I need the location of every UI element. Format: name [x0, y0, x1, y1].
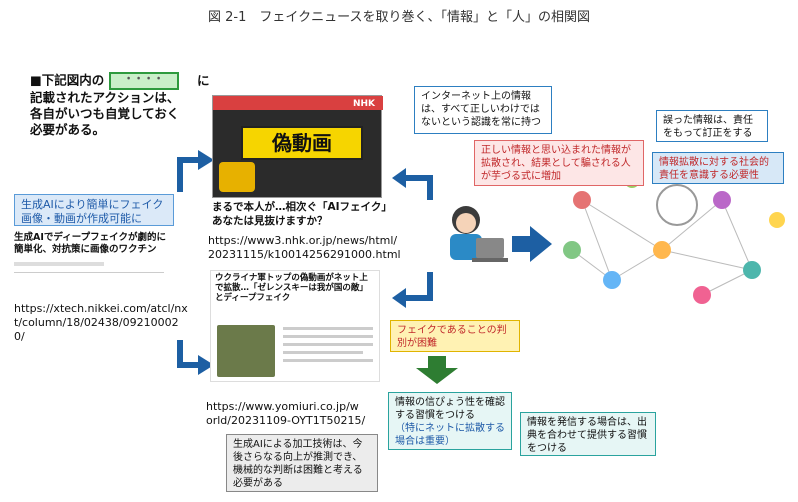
verify-habit-note: （特にネットに拡散する場合は重要） [395, 423, 505, 447]
face-icon [456, 213, 476, 233]
legend-line4: 必要がある。 [30, 122, 106, 137]
url-nikkei: https://xtech.nikkei.com/atcl/nxt/column… [14, 302, 188, 343]
url-nhk: https://www3.nhk.or.jp/news/html/ 202311… [208, 234, 401, 262]
divider [14, 272, 164, 273]
url-nhk-line1: https://www3.nhk.or.jp/news/html/ [208, 234, 398, 247]
text-line [283, 335, 373, 338]
article-meta-bar [14, 262, 104, 266]
nhk-caption: まるで本人が…相次ぐ「AIフェイク」あなたは見抜けますか？ [212, 201, 387, 227]
thinking-person-icon [656, 184, 698, 226]
yomiuri-headline: ウクライナ軍トップの偽動画がネット上で拡散…「ゼレンスキーは我が国の敵」とディー… [215, 273, 368, 303]
callout-hard-to-judge: フェイクであることの判別が困難 [390, 320, 520, 352]
arrow-head-person-yomiuri [392, 288, 406, 308]
text-line [283, 359, 373, 362]
text-line [283, 327, 373, 330]
arrow-head-person-nhk [392, 168, 406, 188]
url-yomiuri-line1: https://www.yomiuri.co.jp/w [206, 400, 359, 413]
arrow-head-nhk [198, 150, 214, 170]
arrow-to-nhk [177, 157, 200, 192]
callout-verify-habit: 情報の信ぴょう性を確認する習慣をつける （特にネットに拡散する場合は重要） [388, 392, 512, 450]
legend-note: ■下記図内の ・・・・ に 記載されたアクションは、 各自がいつも自覚しておく … [30, 72, 230, 138]
legend-highlight-box: ・・・・ [108, 72, 179, 90]
network-lines [571, 199, 753, 296]
laptop-base [472, 258, 508, 262]
callout-ai-easy-fake: 生成AIにより簡単にフェイク画像・動画が作成可能に [14, 194, 174, 226]
legend-prefix: ■下記図内の [30, 72, 105, 88]
text-line [283, 343, 373, 346]
article-nikkei-thumb: 生成AIでディープフェイクが劇的に簡単化、対抗策に画像のワクチン [14, 232, 174, 294]
callout-provide-source: 情報を発信する場合は、出典を合わせて提供する習慣をつける [520, 412, 656, 456]
article-nikkei-headline: 生成AIでディープフェイクが劇的に簡単化、対抗策に画像のワクチン [14, 232, 166, 255]
yomiuri-thumb: ウクライナ軍トップの偽動画がネット上で拡散…「ゼレンスキーは我が国の敵」とディー… [210, 270, 380, 382]
shirt-icon [450, 234, 482, 260]
figure-title: 図 2-1 フェイクニュースを取り巻く、「情報」と「人」の相関図 [208, 10, 590, 25]
text-line [283, 351, 363, 354]
soldier-photo [217, 325, 275, 377]
url-yomiuri: https://www.yomiuri.co.jp/w orld/2023110… [206, 400, 396, 428]
arrow-person-to-nhk [404, 175, 433, 200]
callout-ai-tech-improve: 生成AIによる加工技術は、今後さらなる向上が推測でき、機械的な判断は困難と考える… [226, 434, 378, 492]
laptop-icon [476, 238, 504, 258]
callout-correct-errors: 誤った情報は、責任をもって訂正をする [656, 110, 768, 142]
arrow-to-yomiuri [177, 340, 200, 368]
nhk-logo-icon: NHK [352, 99, 375, 109]
nhk-top-bar [213, 96, 383, 110]
callout-social-responsibility: 情報拡散に対する社会的責任を意識する必要性 [652, 152, 784, 184]
legend-line3: 各自がいつも自覚しておく [30, 106, 180, 121]
arrow-green-down [416, 356, 458, 384]
legend-suffix: に [197, 72, 210, 88]
nhk-video-thumb: 偽動画 NHK [212, 95, 383, 198]
fake-video-overlay: 偽動画 [241, 126, 363, 160]
nhk-logo-art [219, 162, 255, 192]
callout-spread-deceived: 正しい情報と思い込まれた情報が拡散され、結果として騙される人が芋づる式に増加 [474, 140, 644, 186]
callout-internet-not-always-correct: インターネット上の情報は、すべて正しいわけではないという認識を常に持つ [414, 86, 552, 134]
url-yomiuri-line2: orld/20231109-OYT1T50215/ [206, 414, 366, 427]
arrow-to-network [512, 226, 552, 262]
legend-line2: 記載されたアクションは、 [30, 90, 180, 105]
arrow-person-to-yomiuri [404, 272, 433, 301]
arrow-head-yomiuri [198, 355, 214, 375]
url-nhk-line2: 20231115/k10014256291000.html [208, 248, 401, 261]
verify-habit-main: 情報の信ぴょう性を確認する習慣をつける [395, 397, 505, 421]
person-laptop-illustration [450, 206, 508, 262]
